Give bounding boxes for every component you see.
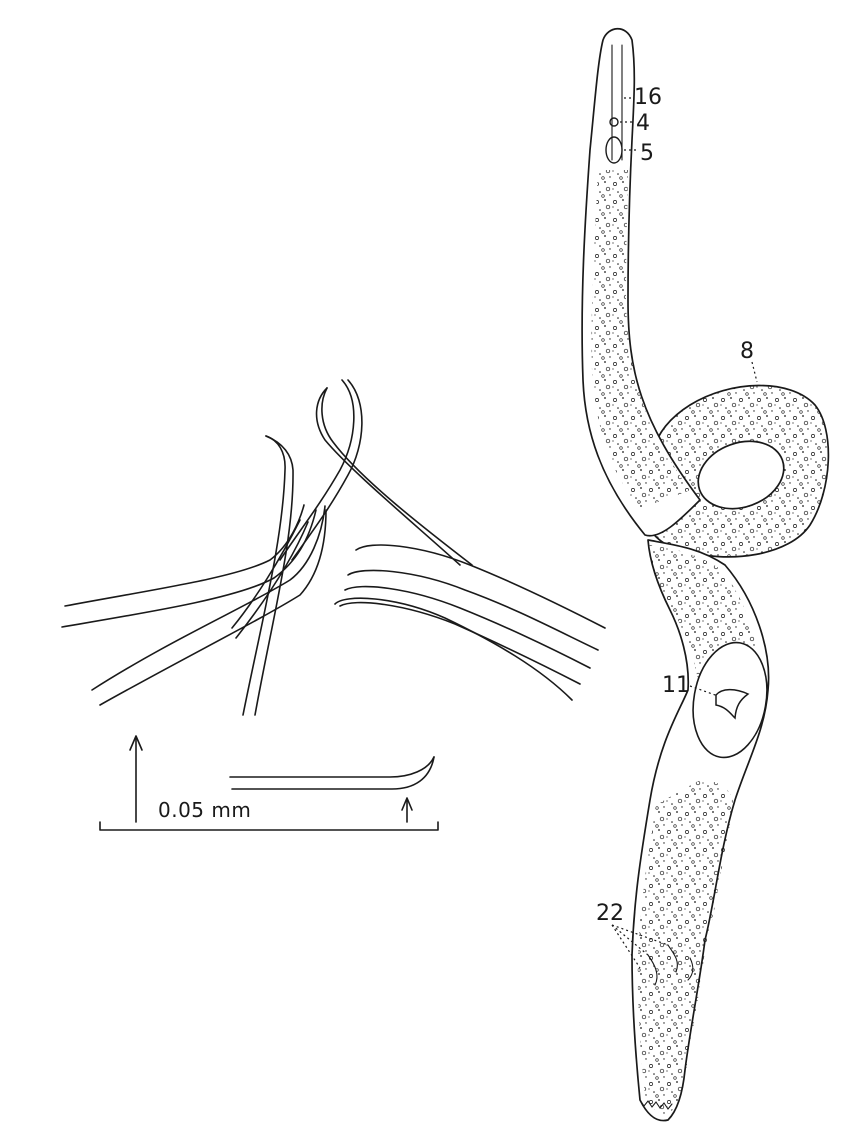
seta-vertical-4 bbox=[235, 521, 309, 639]
label-22: 22 bbox=[596, 901, 624, 926]
leader-22 bbox=[611, 924, 669, 969]
seta-left-long-2 bbox=[61, 509, 317, 628]
seta-tall-1 bbox=[315, 387, 461, 566]
scale-arrow-left-head bbox=[129, 735, 143, 751]
seta-vertical-1 bbox=[242, 435, 286, 716]
label-5: 5 bbox=[640, 141, 654, 166]
seta-tall-2 bbox=[279, 379, 355, 561]
labels-group: 16 4 5 8 11 22 bbox=[596, 85, 758, 969]
seta-left-long-3 bbox=[91, 505, 326, 691]
organ-22-b bbox=[667, 944, 678, 973]
seta-right-5 bbox=[334, 597, 573, 701]
organ-5 bbox=[605, 136, 623, 164]
tail-tip-spines bbox=[639, 1099, 673, 1110]
organ-22-a bbox=[647, 954, 658, 986]
seta-right-3 bbox=[344, 585, 591, 669]
label-8: 8 bbox=[740, 339, 754, 364]
scale-bar-line bbox=[99, 821, 439, 831]
worm-body bbox=[581, 27, 830, 1122]
seta-vertical-2 bbox=[254, 435, 294, 716]
label-11: 11 bbox=[662, 673, 690, 698]
leader-8 bbox=[751, 361, 758, 383]
loop-hole bbox=[697, 440, 785, 510]
worm-upper-texture bbox=[591, 170, 690, 510]
organ-4 bbox=[609, 117, 619, 127]
seta-right-4 bbox=[339, 601, 581, 685]
label-16: 16 bbox=[634, 85, 662, 110]
seta-right-2 bbox=[347, 569, 599, 651]
seta-tall-4 bbox=[321, 387, 473, 566]
scale-seta-detail bbox=[229, 756, 435, 778]
organ-22-c bbox=[687, 957, 694, 981]
organ-11-core bbox=[715, 688, 750, 720]
scale-arrow-right-head bbox=[401, 797, 413, 811]
seta-left-long-4 bbox=[99, 509, 327, 706]
scale-seta-detail-2 bbox=[231, 756, 435, 790]
seta-right-1 bbox=[355, 544, 606, 629]
setae-group bbox=[61, 379, 606, 716]
scale-bar-text: 0.05 mm bbox=[158, 798, 251, 822]
seta-tall-3 bbox=[291, 379, 363, 561]
seta-vertical-3 bbox=[231, 519, 301, 629]
label-4: 4 bbox=[636, 111, 650, 136]
scale-bar-group: 0.05 mm bbox=[99, 735, 439, 831]
worm-tail-texture bbox=[637, 780, 734, 1116]
